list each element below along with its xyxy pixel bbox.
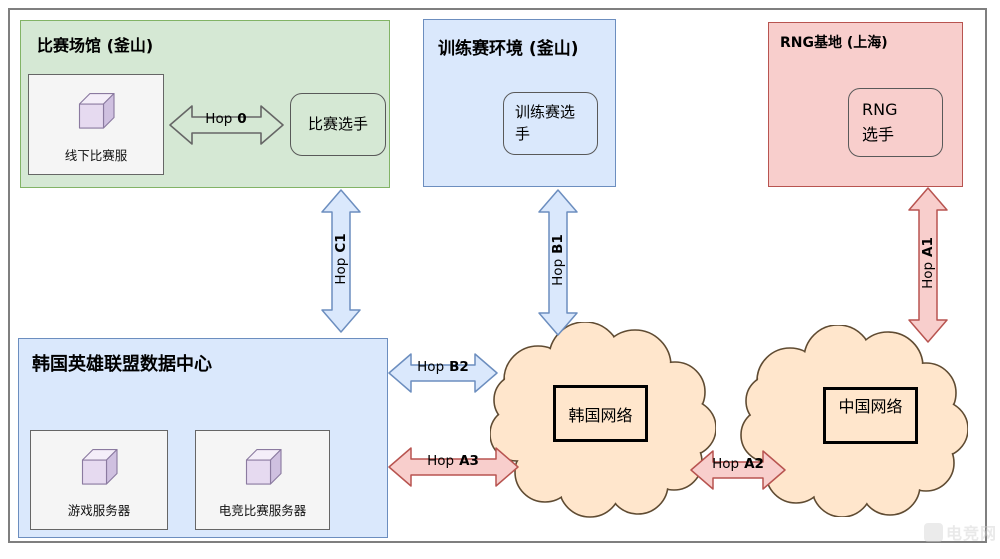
korea-network-cloud <box>490 322 716 518</box>
watermark-text: 电竞网 <box>946 524 998 543</box>
server-cube-icon <box>245 448 282 485</box>
hop-a3-arrow <box>388 447 519 487</box>
venue-panel-title: 比赛场馆 (釜山) <box>37 36 154 55</box>
korea-network-label-box: 韩国网络 <box>553 385 648 442</box>
esports-match-server-box: 电竞比赛服务器 <box>195 430 330 530</box>
site-watermark: 电竞网 <box>924 520 997 544</box>
rng-base-panel-title: RNG基地 (上海) <box>780 35 888 51</box>
china-network-cloud <box>740 325 968 517</box>
venue-players-label: 比赛选手 <box>307 114 368 133</box>
china-network-label: 中国网络 <box>838 397 903 416</box>
hop-b1-label: HopB1 <box>550 234 566 286</box>
hop-a1-arrow <box>908 187 948 343</box>
diagram-outer-frame <box>8 8 987 543</box>
hop-b2-arrow <box>388 353 498 393</box>
training-panel-title: 训练赛环境 (釜山) <box>438 39 579 59</box>
training-players-box: 训练赛选 手 <box>503 92 598 155</box>
hop0-arrow <box>169 105 284 145</box>
esports-match-server-label: 电竞比赛服务器 <box>218 503 307 518</box>
game-server-box: 游戏服务器 <box>30 430 168 530</box>
hop-b1-arrow <box>538 189 578 336</box>
hop-c1-arrow <box>321 189 361 333</box>
offline-match-server-label: 线下比赛服 <box>64 148 128 163</box>
training-players-label: 训练赛选 手 <box>515 102 576 143</box>
rng-players-label: RNG 选手 <box>862 99 898 144</box>
datacenter-panel-title: 韩国英雄联盟数据中心 <box>32 354 212 375</box>
hop-c1-label: HopC1 <box>333 233 349 285</box>
server-cube-icon <box>81 448 118 485</box>
game-server-label: 游戏服务器 <box>67 503 131 518</box>
rng-players-box: RNG 选手 <box>848 88 943 157</box>
hop-a1-label: HopA1 <box>920 237 936 289</box>
hop-a2-arrow <box>690 450 786 490</box>
server-cube-icon <box>78 92 115 129</box>
offline-match-server-box: 线下比赛服 <box>28 74 164 175</box>
korea-network-label: 韩国网络 <box>568 405 633 425</box>
watermark-logo-icon <box>924 522 943 542</box>
china-network-label-box: 中国网络 <box>823 387 918 444</box>
venue-players-box: 比赛选手 <box>290 93 386 156</box>
